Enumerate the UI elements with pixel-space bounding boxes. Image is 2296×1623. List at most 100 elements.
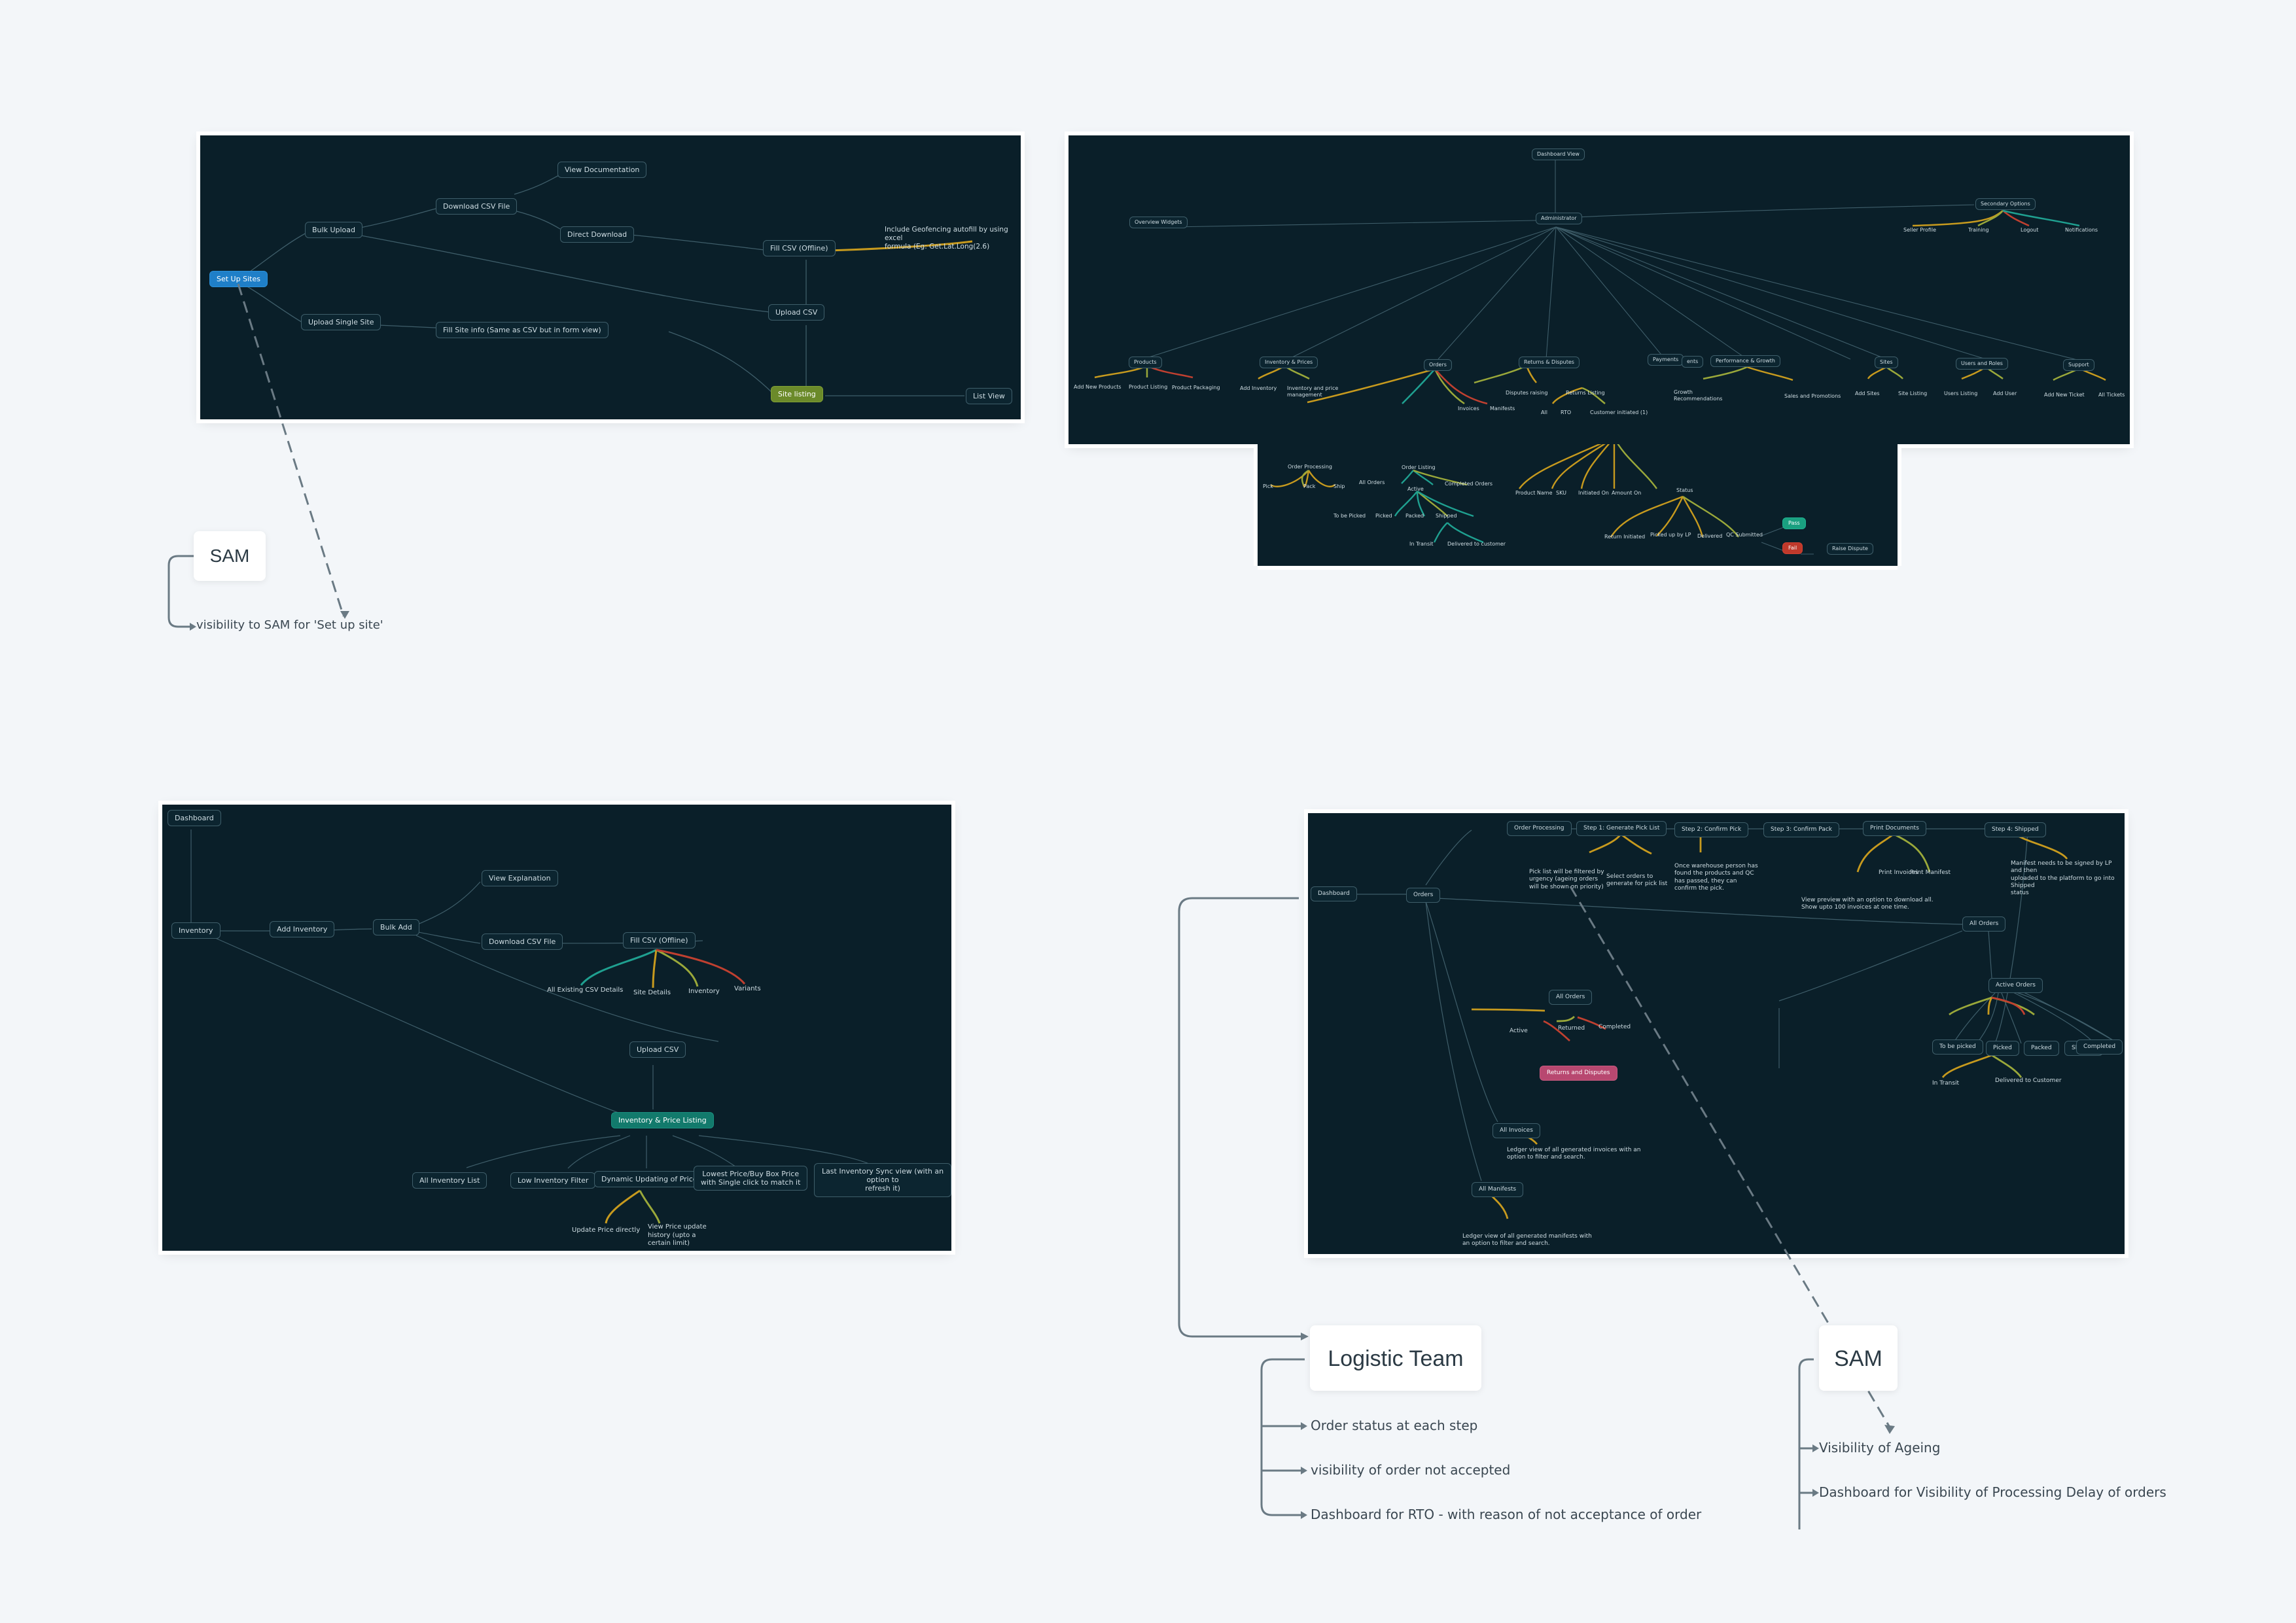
- node-sites[interactable]: Sites: [1875, 357, 1898, 368]
- node-print-documents[interactable]: Print Documents: [1863, 821, 1926, 836]
- node-inventory[interactable]: Inventory: [171, 922, 221, 939]
- node-step4[interactable]: Step 4: Shipped: [1985, 822, 2046, 837]
- label-pick-list-note: Pick list will be filtered by urgency (a…: [1529, 869, 1604, 890]
- label-qc-submitted: QC Submitted: [1726, 532, 1763, 538]
- node-all-invoices[interactable]: All Invoices: [1492, 1123, 1540, 1138]
- node-low-inventory-filter[interactable]: Low Inventory Filter: [510, 1172, 596, 1189]
- sam-card-orders[interactable]: SAM: [1819, 1325, 1898, 1391]
- node-overview-widgets[interactable]: Overview Widgets: [1129, 217, 1188, 228]
- node-users-roles[interactable]: Users and Roles: [1956, 358, 2008, 370]
- panel4-connectors: [1351, 828, 2117, 1219]
- node-bulk-upload[interactable]: Bulk Upload: [305, 222, 362, 239]
- panel1-connectors: [236, 174, 973, 396]
- node-products[interactable]: Products: [1129, 357, 1162, 368]
- node-all-orders-sub[interactable]: All Orders: [1549, 990, 1593, 1005]
- label-active-4: Active: [1510, 1028, 1528, 1034]
- label-manifests: Manifests: [1490, 406, 1515, 411]
- label-delivered: Delivered: [1697, 533, 1723, 539]
- node-dashboard[interactable]: Dashboard: [168, 810, 221, 827]
- node-direct-download[interactable]: Direct Download: [560, 226, 635, 243]
- label-product-listing: Product Listing: [1129, 384, 1168, 390]
- label-manifest-note: Manifest needs to be signed by LP and th…: [2011, 860, 2115, 896]
- node-last-inventory-sync[interactable]: Last Inventory Sync view (with an option…: [814, 1163, 951, 1197]
- node-returns-disputes-4[interactable]: Returns and Disputes: [1540, 1066, 1617, 1081]
- label-once-warehouse-note: Once warehouse person has found the prod…: [1674, 863, 1758, 892]
- node-dashboard-view[interactable]: Dashboard View: [1532, 148, 1585, 160]
- label-customer-initiated: Customer initiated (1): [1590, 410, 1648, 415]
- sam-card-setup[interactable]: SAM: [194, 531, 266, 581]
- node-upload-csv-3[interactable]: Upload CSV: [629, 1041, 686, 1058]
- node-packed[interactable]: Packed: [2024, 1041, 2059, 1056]
- node-inventory-price-listing[interactable]: Inventory & Price Listing: [611, 1112, 714, 1129]
- logistic-team-title: Logistic Team: [1328, 1346, 1464, 1371]
- node-returns-disputes[interactable]: Returns & Disputes: [1519, 357, 1580, 368]
- node-view-documentation[interactable]: View Documentation: [557, 162, 647, 179]
- label-delivered-customer: Delivered to customer: [1447, 541, 1506, 547]
- label-completed-orders: Completed Orders: [1445, 481, 1493, 487]
- node-list-view[interactable]: List View: [966, 388, 1012, 405]
- node-step2[interactable]: Step 2: Confirm Pick: [1674, 822, 1749, 837]
- node-orders-4[interactable]: Orders: [1406, 888, 1441, 903]
- node-fill-csv-offline[interactable]: Fill CSV (Offline): [763, 240, 836, 257]
- node-raise-dispute[interactable]: Raise Dispute: [1827, 543, 1873, 555]
- label-view-preview-note: View preview with an option to download …: [1801, 897, 1934, 911]
- label-all-existing-csv: All Existing CSV Details: [547, 986, 624, 994]
- setup-sites-flow-panel: Set Up Sites Bulk Upload Upload Single S…: [200, 135, 1021, 419]
- node-orders[interactable]: Orders: [1424, 359, 1452, 371]
- label-pick: Pick: [1263, 483, 1273, 489]
- node-all-manifests[interactable]: All Manifests: [1472, 1182, 1524, 1197]
- orders-flow-panel: Dashboard Orders Order Processing Step 1…: [1308, 813, 2125, 1254]
- label-manifests-note: Ledger view of all generated manifests w…: [1462, 1233, 1592, 1248]
- node-fail[interactable]: Fail: [1782, 542, 1803, 554]
- node-completed[interactable]: Completed: [2076, 1039, 2123, 1055]
- node-view-explanation[interactable]: View Explanation: [482, 870, 558, 887]
- label-order-processing-2: Order Processing: [1288, 464, 1332, 470]
- node-all-orders-4[interactable]: All Orders: [1962, 916, 2006, 932]
- sam-orders-item-1: Visibility of Ageing: [1819, 1440, 1941, 1456]
- node-add-inventory[interactable]: Add Inventory: [270, 921, 335, 938]
- node-upload-single-site[interactable]: Upload Single Site: [301, 314, 381, 331]
- node-upload-csv[interactable]: Upload CSV: [768, 304, 825, 321]
- node-performance-growth[interactable]: Performance & Growth: [1710, 355, 1780, 367]
- node-step3[interactable]: Step 3: Confirm Pack: [1763, 822, 1840, 837]
- node-active-orders[interactable]: Active Orders: [1988, 978, 2043, 993]
- label-picked: Picked: [1375, 513, 1392, 519]
- node-ents[interactable]: ents: [1682, 356, 1704, 368]
- logistic-team-card[interactable]: Logistic Team: [1310, 1325, 1481, 1391]
- label-sku: SKU: [1556, 490, 1566, 496]
- node-support[interactable]: Support: [2063, 359, 2094, 371]
- sam-card-orders-title: SAM: [1834, 1346, 1882, 1371]
- label-geofencing-note: Include Geofencing autofill by using exc…: [885, 226, 1008, 251]
- label-select-orders-note: Select orders to generate for pick list: [1606, 873, 1668, 888]
- label-in-transit-4: In Transit: [1932, 1080, 1960, 1087]
- node-site-listing[interactable]: Site listing: [771, 386, 823, 403]
- label-return-initiated: Return Initiated: [1604, 534, 1646, 540]
- node-all-inventory-list[interactable]: All Inventory List: [412, 1172, 487, 1189]
- label-to-be-picked: To be Picked: [1333, 513, 1366, 519]
- logistic-item-3: Dashboard for RTO - with reason of not a…: [1311, 1507, 1702, 1522]
- node-fill-site-info[interactable]: Fill Site info (Same as CSV but in form …: [436, 322, 609, 339]
- node-inventory-prices[interactable]: Inventory & Prices: [1260, 357, 1318, 368]
- node-dynamic-updating[interactable]: Dynamic Updating of Price: [594, 1171, 705, 1188]
- node-dashboard-4[interactable]: Dashboard: [1311, 886, 1357, 901]
- node-fill-csv[interactable]: Fill CSV (Offline): [623, 932, 696, 949]
- node-order-processing-4[interactable]: Order Processing: [1507, 821, 1572, 836]
- node-download-csv-3[interactable]: Download CSV File: [482, 934, 563, 951]
- label-product-packaging: Product Packaging: [1172, 385, 1220, 391]
- label-completed-4: Completed: [1598, 1024, 1631, 1030]
- label-add-user: Add User: [1993, 391, 2017, 396]
- node-step1[interactable]: Step 1: Generate Pick List: [1576, 821, 1667, 836]
- node-pass[interactable]: Pass: [1782, 517, 1806, 529]
- label-inventory-leaf: Inventory: [688, 988, 720, 995]
- node-administrator[interactable]: Administrator: [1536, 213, 1582, 224]
- label-view-price-history: View Price update history (upto a certai…: [648, 1223, 707, 1247]
- node-download-csv[interactable]: Download CSV File: [436, 198, 518, 215]
- label-update-price-directly: Update Price directly: [572, 1227, 641, 1234]
- node-picked[interactable]: Picked: [1986, 1041, 2019, 1056]
- node-bulk-add[interactable]: Bulk Add: [373, 919, 419, 936]
- node-set-up-sites[interactable]: Set Up Sites: [209, 271, 268, 288]
- node-lowest-price[interactable]: Lowest Price/Buy Box Price with Single c…: [694, 1166, 808, 1191]
- node-secondary-options[interactable]: Secondary Options: [1975, 198, 2036, 210]
- label-variants: Variants: [734, 985, 761, 992]
- node-to-be-picked[interactable]: To be picked: [1932, 1039, 1983, 1055]
